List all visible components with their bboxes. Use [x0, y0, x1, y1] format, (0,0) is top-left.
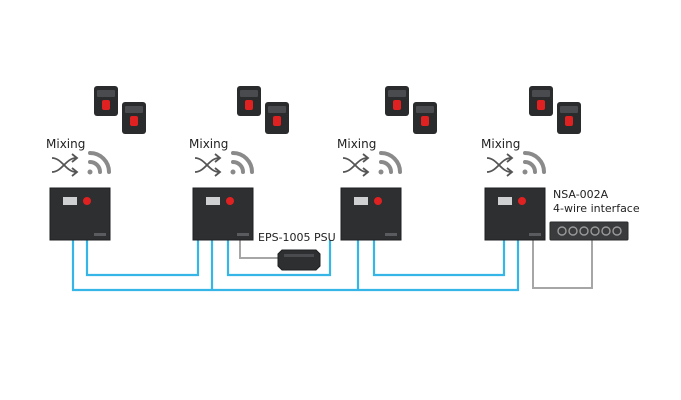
fiber-loop-outer: [71, 240, 520, 292]
interface-device: NSA-002A 4-wire interface: [549, 188, 640, 241]
beltpack-icon: [122, 102, 146, 134]
interface-cable: [532, 240, 593, 289]
interface-model-label: NSA-002A: [553, 188, 609, 201]
beltpack-icon: [265, 102, 289, 134]
interface-ports: [557, 226, 622, 236]
psu-body: [277, 249, 321, 271]
base-station-device: [192, 187, 254, 241]
interface-description-label: 4-wire interface: [553, 202, 640, 215]
base-station-device: [340, 187, 402, 241]
beltpack-pair: [237, 86, 289, 134]
gray-cabling: [239, 240, 593, 289]
mixing-icon: [51, 153, 79, 177]
beltpack-icon: [94, 86, 118, 116]
station-4: Mixing: [481, 86, 581, 241]
beltpack-icon: [557, 102, 581, 134]
base-station-device: [484, 187, 546, 241]
mixing-label: Mixing: [46, 137, 85, 151]
beltpack-icon: [237, 86, 261, 116]
psu-label: EPS-1005 PSU: [258, 231, 336, 244]
beltpack-icon: [385, 86, 409, 116]
station-3: Mixing: [337, 86, 437, 241]
fiber-cabling: [71, 240, 520, 292]
mixing-icon: [194, 153, 222, 177]
psu-device: EPS-1005 PSU: [258, 231, 336, 271]
mixing-icon: [342, 153, 370, 177]
fiber-link-1-2: [85, 240, 200, 277]
beltpack-pair: [94, 86, 146, 134]
station-2: Mixing: [189, 86, 289, 241]
base-station-device: [49, 187, 111, 241]
mixing-label: Mixing: [337, 137, 376, 151]
beltpack-icon: [529, 86, 553, 116]
interface-body: [549, 221, 629, 241]
fiber-link-3-4: [372, 240, 506, 277]
wireless-icon: [230, 151, 254, 175]
beltpack-pair: [385, 86, 437, 134]
fiber-link-2-psu: [226, 240, 332, 277]
wireless-icon: [378, 151, 402, 175]
beltpack-pair: [529, 86, 581, 134]
mixing-label: Mixing: [481, 137, 520, 151]
mixing-icon: [486, 153, 514, 177]
wireless-icon: [87, 151, 111, 175]
psu-cable: [239, 240, 282, 259]
beltpack-icon: [413, 102, 437, 134]
wireless-icon: [522, 151, 546, 175]
mixing-label: Mixing: [189, 137, 228, 151]
station-1: Mixing: [46, 86, 146, 241]
